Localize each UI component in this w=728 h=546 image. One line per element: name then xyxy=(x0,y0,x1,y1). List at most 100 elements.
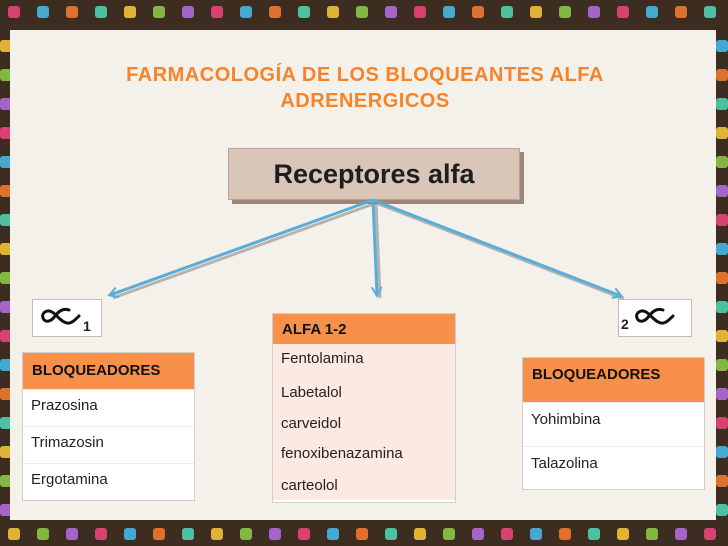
decorative-dot xyxy=(716,243,728,255)
decorative-dot xyxy=(124,528,136,540)
decorative-dot xyxy=(646,528,658,540)
decorative-dot xyxy=(0,359,12,371)
decorative-dot xyxy=(716,272,728,284)
decorative-dot xyxy=(472,6,484,18)
slide-title-line-2: ADRENERGICOS xyxy=(280,90,450,112)
decorative-dot xyxy=(298,6,310,18)
decorative-dot xyxy=(124,6,136,18)
decorative-dot xyxy=(0,98,12,110)
alpha12-item-5: carteolol xyxy=(273,468,455,500)
decorative-dot xyxy=(716,40,728,52)
arrow-to-alpha2 xyxy=(372,198,621,296)
alpha-symbol-icon xyxy=(41,307,81,325)
decorative-dot xyxy=(385,6,397,18)
decorative-dot xyxy=(153,528,165,540)
alpha-symbol-icon xyxy=(635,307,675,325)
decorative-dot xyxy=(443,6,455,18)
arrow-shadows xyxy=(112,201,625,301)
alpha12-item-1: Fentolamina xyxy=(273,344,455,375)
decorative-dot xyxy=(716,446,728,458)
decorative-dot xyxy=(704,528,716,540)
decorative-dot xyxy=(0,417,12,429)
decorative-dot xyxy=(716,330,728,342)
decorative-dot xyxy=(327,6,339,18)
alpha2-table-header: BLOQUEADORES xyxy=(523,358,704,402)
decorative-dot xyxy=(559,6,571,18)
decorative-dot xyxy=(716,388,728,400)
root-node-receptors: Receptores alfa xyxy=(228,148,520,200)
decorative-dot xyxy=(716,504,728,516)
decorative-dot xyxy=(95,528,107,540)
decorative-dot xyxy=(8,6,20,18)
decorative-dot xyxy=(269,6,281,18)
decorative-dot xyxy=(298,528,310,540)
alpha1-item-1: Prazosina xyxy=(23,389,194,426)
alpha2-blockers-table: BLOQUEADORES Yohimbina Talazolina xyxy=(522,357,705,490)
decorative-dot xyxy=(0,243,12,255)
alpha1-blockers-table: BLOQUEADORES Prazosina Trimazosin Ergota… xyxy=(22,352,195,501)
alpha12-item-3: carveidol xyxy=(273,406,455,437)
decorative-dot xyxy=(443,528,455,540)
decorative-dot xyxy=(716,98,728,110)
decorative-dot xyxy=(530,528,542,540)
alpha12-blockers-table: ALFA 1-2 Fentolamina Labetalol carveidol… xyxy=(272,313,456,503)
decorative-dot xyxy=(0,127,12,139)
decorative-dot xyxy=(0,330,12,342)
decorative-dot xyxy=(617,6,629,18)
slide-title-line-1: FARMACOLOGÍA DE LOS BLOQUEANTES ALFA xyxy=(126,64,604,86)
decorative-dot xyxy=(716,475,728,487)
decorative-dot xyxy=(501,6,513,18)
decorative-dot xyxy=(182,528,194,540)
decorative-dot xyxy=(182,6,194,18)
decorative-dot xyxy=(530,6,542,18)
alpha12-item-4: fenoxibenazamina xyxy=(273,437,455,468)
decorative-dot xyxy=(211,528,223,540)
alpha12-item-2: Labetalol xyxy=(273,375,455,406)
decorative-dot xyxy=(356,528,368,540)
decorative-dot xyxy=(716,127,728,139)
decorative-dot xyxy=(0,214,12,226)
alpha1-table-header: BLOQUEADORES xyxy=(23,353,194,389)
decorative-dot xyxy=(704,6,716,18)
decorative-dot xyxy=(675,528,687,540)
decorative-dot xyxy=(0,475,12,487)
alpha1-symbol-box: 1 xyxy=(32,299,102,337)
decorative-dot xyxy=(240,528,252,540)
arrow-to-alpha12 xyxy=(373,199,377,295)
decorative-dot xyxy=(646,6,658,18)
decorative-dot xyxy=(37,6,49,18)
decorative-dot xyxy=(327,528,339,540)
decorative-dot xyxy=(716,301,728,313)
alpha2-symbol-box: 2 xyxy=(618,299,692,337)
decorative-dot xyxy=(0,156,12,168)
decorative-dot xyxy=(716,417,728,429)
decorative-dot xyxy=(0,272,12,284)
decorative-dot xyxy=(501,528,513,540)
decorative-dot xyxy=(617,528,629,540)
arrow-to-alpha1 xyxy=(110,198,374,295)
decorative-dot xyxy=(675,6,687,18)
decorative-dot xyxy=(472,528,484,540)
decorative-dot xyxy=(0,388,12,400)
decorative-dot xyxy=(414,528,426,540)
decorative-dot xyxy=(588,528,600,540)
decorative-dot xyxy=(211,6,223,18)
decorative-dot xyxy=(95,6,107,18)
decorative-dot xyxy=(0,185,12,197)
decorative-dot xyxy=(588,6,600,18)
decorative-dot xyxy=(0,40,12,52)
decorative-dot xyxy=(385,528,397,540)
decorative-dot xyxy=(0,301,12,313)
alpha2-item-2: Talazolina xyxy=(523,446,704,488)
alpha1-subscript: 1 xyxy=(83,318,91,334)
decorative-dot xyxy=(0,446,12,458)
decorative-dot xyxy=(66,528,78,540)
alpha2-subscript: 2 xyxy=(621,316,629,332)
decorative-dot xyxy=(0,504,12,516)
alpha12-table-header: ALFA 1-2 xyxy=(273,314,455,344)
decorative-dot xyxy=(269,528,281,540)
decorative-dot xyxy=(716,359,728,371)
